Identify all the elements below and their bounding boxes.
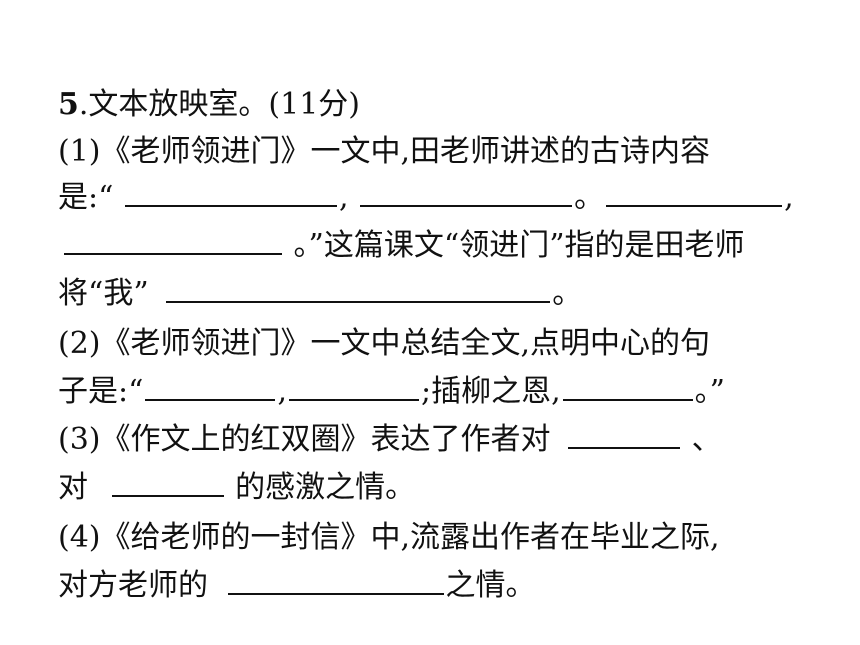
text-segment: 。 — [574, 180, 605, 215]
answer-blank[interactable] — [64, 227, 282, 255]
text-segment: 。 — [552, 276, 583, 311]
answer-blank[interactable] — [562, 373, 693, 401]
answer-blank[interactable] — [166, 275, 551, 303]
sub-question-4-line-2: 对方老师的 之情。 — [58, 566, 536, 606]
sub-question-2-line-2: 子是:“, ;插柳之恩, 。” — [58, 372, 725, 412]
answer-blank[interactable] — [606, 179, 783, 207]
answer-blank[interactable] — [125, 179, 337, 207]
answer-blank[interactable] — [568, 421, 681, 449]
answer-blank[interactable] — [227, 567, 444, 595]
text-segment: 对 — [58, 470, 88, 505]
question-title: 5.文本放映室。(11分) — [58, 85, 360, 125]
text-segment: ;插柳之恩, — [421, 374, 561, 409]
text-segment: 对方老师的 — [58, 568, 208, 603]
sub-question-4-line-1: (4)《给老师的一封信》中,流露出作者在毕业之际, — [58, 520, 720, 555]
text-segment: 。” — [694, 374, 725, 409]
text-segment: , — [339, 180, 349, 215]
sub-question-1-line-1: (1)《老师领进门》一文中,田老师讲述的古诗内容 — [58, 134, 711, 169]
sub-question-1-line-4: 将“我” 。 — [58, 274, 582, 314]
sub-question-3-line-2: 对 的感激之情。 — [58, 468, 415, 508]
text-segment: , — [784, 180, 794, 215]
text-segment: 是:“ — [58, 180, 114, 215]
text-segment: 。”这篇课文“领进门”指的是田老师 — [293, 228, 745, 263]
text-segment: 之情。 — [445, 568, 536, 603]
text-segment: 的感激之情。 — [235, 470, 416, 505]
answer-blank[interactable] — [111, 469, 224, 497]
text-segment: (3)《作文上的红双圈》表达了作者对 — [58, 422, 551, 457]
sub-question-1-line-2: 是:“ , 。, — [58, 178, 794, 218]
question-heading: .文本放映室。(11分) — [78, 87, 360, 122]
question-number: 5 — [58, 87, 79, 122]
text-segment: 子是:“ — [58, 374, 144, 409]
answer-blank[interactable] — [145, 373, 276, 401]
text-segment: 、 — [691, 422, 722, 457]
sub-question-1-line-3: 。”这篇课文“领进门”指的是田老师 — [58, 226, 745, 266]
answer-blank[interactable] — [289, 373, 419, 401]
sub-question-2-line-1: (2)《老师领进门》一文中总结全文,点明中心的句 — [58, 326, 711, 361]
text-segment: , — [277, 374, 287, 409]
answer-blank[interactable] — [360, 179, 573, 207]
text-segment: 将“我” — [58, 276, 149, 311]
sub-question-3-line-1: (3)《作文上的红双圈》表达了作者对 、 — [58, 420, 722, 460]
